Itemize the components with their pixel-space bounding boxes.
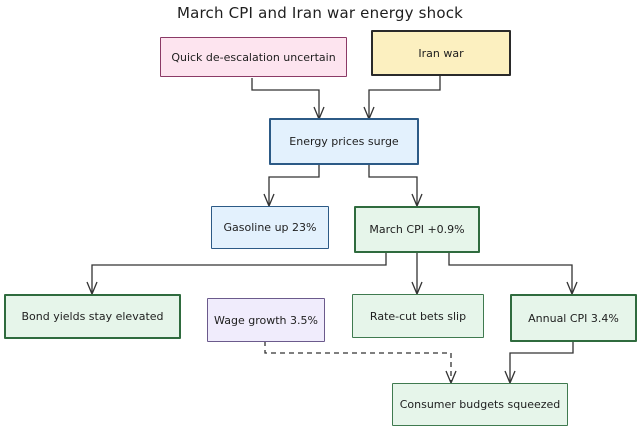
edge-energy-marchcpi xyxy=(368,164,418,205)
edge-deescalation-energy xyxy=(251,78,320,118)
node-march-cpi[interactable]: March CPI +0.9% xyxy=(354,206,480,253)
node-rate-cut-bets[interactable]: Rate-cut bets slip xyxy=(352,294,484,338)
node-energy-prices-surge[interactable]: Energy prices surge xyxy=(269,118,419,165)
edge-marchcpi-bondyields xyxy=(91,252,387,293)
node-iran-war[interactable]: Iran war xyxy=(371,30,511,76)
node-annual-cpi[interactable]: Annual CPI 3.4% xyxy=(510,294,637,342)
node-label: March CPI +0.9% xyxy=(369,223,465,236)
edge-wagegrowth-consumer xyxy=(264,341,452,382)
node-label: Rate-cut bets slip xyxy=(369,309,467,323)
diagram-title: March CPI and Iran war energy shock xyxy=(176,4,464,22)
node-label: Annual CPI 3.4% xyxy=(528,311,619,325)
edge-energy-gasoline xyxy=(268,164,320,205)
node-wage-growth[interactable]: Wage growth 3.5% xyxy=(207,298,325,342)
node-label: Quick de-escalation uncertain xyxy=(171,50,336,64)
node-label: Energy prices surge xyxy=(289,135,399,148)
node-label: Wage growth 3.5% xyxy=(214,313,318,327)
node-bond-yields[interactable]: Bond yields stay elevated xyxy=(4,294,181,339)
node-label: Consumer budgets squeezed xyxy=(399,398,561,411)
node-deescalation-uncertain[interactable]: Quick de-escalation uncertain xyxy=(160,37,347,77)
node-gasoline-up[interactable]: Gasoline up 23% xyxy=(211,206,329,249)
edge-iranwar-energy xyxy=(368,76,441,118)
edge-marchcpi-annualcpi xyxy=(448,252,573,293)
node-consumer-budgets[interactable]: Consumer budgets squeezed xyxy=(392,383,568,426)
node-label: Gasoline up 23% xyxy=(223,221,317,234)
node-label: Bond yields stay elevated xyxy=(21,310,164,323)
edge-annualcpi-consumer xyxy=(509,342,574,382)
node-label: Iran war xyxy=(418,46,464,60)
